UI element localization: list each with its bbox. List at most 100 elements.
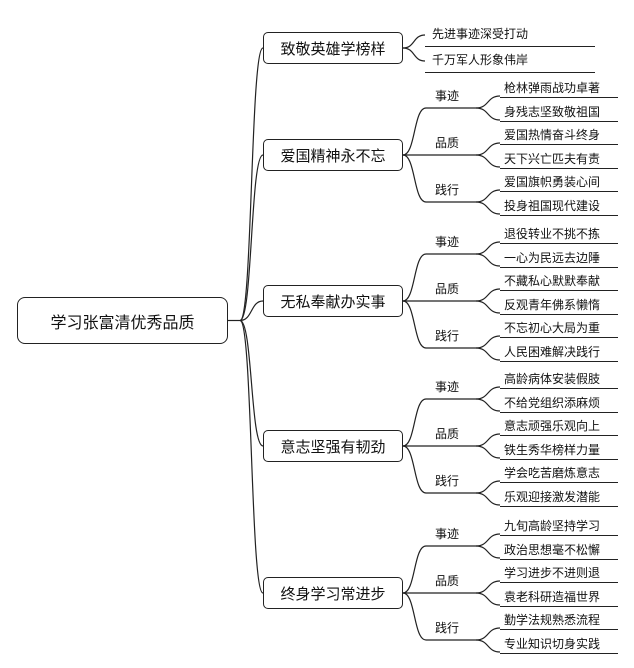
leaf-underline — [500, 559, 618, 560]
connector-line — [475, 253, 501, 267]
connector-line — [475, 445, 501, 459]
connector-line — [239, 319, 264, 594]
leaf-item: 退役转业不挑不拣 — [504, 226, 601, 241]
leaf-item: 爱国热情奋斗终身 — [504, 127, 601, 142]
connector-line — [475, 386, 501, 400]
branch-topic: 无私奉献办实事 — [263, 285, 403, 317]
leaf-item: 人民困难解决践行 — [504, 344, 601, 359]
leaf-item: 一心为民远去边陲 — [504, 250, 601, 265]
connector-line — [475, 580, 501, 594]
leaf-underline — [500, 215, 618, 216]
connector-line — [475, 154, 501, 168]
leaf-underline — [500, 388, 618, 389]
leaf-item: 天下兴亡匹夫有责 — [504, 151, 601, 166]
leaf-underline — [500, 267, 618, 268]
branch-topic: 致敬英雄学榜样 — [263, 32, 403, 64]
connector-line — [475, 592, 501, 606]
leaf-item: 勤学法规熟悉流程 — [504, 612, 601, 627]
leaf-underline — [500, 482, 618, 483]
leaf-underline — [500, 191, 618, 192]
connector-line — [475, 480, 501, 494]
connector-line — [239, 154, 264, 322]
connector-line — [475, 189, 501, 203]
leaf-item: 爱国旗帜勇装心间 — [504, 174, 601, 189]
branch-topic: 终身学习常进步 — [263, 577, 403, 609]
category-label: 品质 — [434, 281, 459, 296]
connector-line — [475, 545, 501, 559]
category-label: 品质 — [434, 135, 459, 150]
connector-line — [402, 545, 427, 594]
connector-line — [475, 95, 501, 109]
connector-line — [402, 253, 427, 302]
branch-topic: 意志坚强有韧劲 — [263, 430, 403, 462]
leaf-item: 不忘初心大局为重 — [504, 320, 601, 335]
connector-line — [475, 627, 501, 641]
connector-line — [475, 492, 501, 506]
category-label: 事迹 — [434, 526, 459, 541]
category-label: 践行 — [434, 620, 459, 635]
leaf-item: 意志顽强乐观向上 — [504, 418, 601, 433]
category-label: 践行 — [434, 473, 459, 488]
leaf-item: 不藏私心默默奉献 — [504, 273, 601, 288]
connector-line — [475, 300, 501, 314]
category-label: 事迹 — [434, 379, 459, 394]
leaf-underline — [500, 535, 618, 536]
connector-line — [402, 107, 427, 156]
leaf-underline — [500, 459, 618, 460]
connector-line — [239, 319, 264, 447]
category-label: 事迹 — [434, 234, 459, 249]
leaf-item: 专业知识切身实践 — [504, 636, 601, 651]
connector-line — [475, 335, 501, 349]
leaf-underline — [500, 629, 618, 630]
leaf-underline — [425, 72, 595, 73]
leaf-item: 乐观迎接激发潜能 — [504, 489, 601, 504]
leaf-underline — [500, 97, 618, 98]
leaf-underline — [500, 412, 618, 413]
connector-line — [402, 34, 426, 49]
branch-topic: 爱国精神永不忘 — [263, 139, 403, 171]
leaf-underline — [500, 144, 618, 145]
connector-line — [475, 241, 501, 255]
leaf-underline — [500, 337, 618, 338]
leaf-underline — [500, 168, 618, 169]
leaf-item: 学习进步不进则退 — [504, 565, 601, 580]
leaf-underline — [500, 314, 618, 315]
connector-line — [475, 398, 501, 412]
connector-line — [475, 433, 501, 447]
connector-line — [402, 300, 427, 349]
leaf-item: 先进事迹深受打动 — [432, 26, 529, 41]
leaf-item: 身残志坚致敬祖国 — [504, 104, 601, 119]
leaf-item: 枪林弹雨战功卓著 — [504, 80, 601, 95]
category-label: 践行 — [434, 182, 459, 197]
category-label: 事迹 — [434, 88, 459, 103]
leaf-item: 政治思想毫不松懈 — [504, 542, 601, 557]
connector-line — [402, 47, 426, 62]
leaf-item: 学会吃苦磨炼意志 — [504, 465, 601, 480]
leaf-underline — [500, 243, 618, 244]
leaf-item: 九旬高龄坚持学习 — [504, 518, 601, 533]
leaf-item: 铁生秀华榜样力量 — [504, 442, 601, 457]
leaf-item: 投身祖国现代建设 — [504, 198, 601, 213]
connector-line — [475, 107, 501, 121]
leaf-underline — [500, 121, 618, 122]
category-label: 品质 — [434, 573, 459, 588]
leaf-underline — [500, 435, 618, 436]
root-topic: 学习张富清优秀品质 — [17, 297, 228, 344]
connector-line — [475, 288, 501, 302]
leaf-item: 高龄病体安装假肢 — [504, 371, 601, 386]
leaf-underline — [500, 606, 618, 607]
connector-line — [239, 300, 264, 322]
connector-line — [475, 533, 501, 547]
leaf-item: 千万军人形象伟岸 — [432, 52, 529, 67]
connector-line — [475, 639, 501, 653]
connector-line — [402, 592, 427, 641]
leaf-underline — [500, 582, 618, 583]
connector-line — [475, 347, 501, 361]
connector-line — [402, 398, 427, 447]
category-label: 品质 — [434, 426, 459, 441]
connector-line — [402, 445, 427, 494]
category-label: 践行 — [434, 328, 459, 343]
leaf-item: 不给党组织添麻烦 — [504, 395, 601, 410]
leaf-underline — [500, 361, 618, 362]
